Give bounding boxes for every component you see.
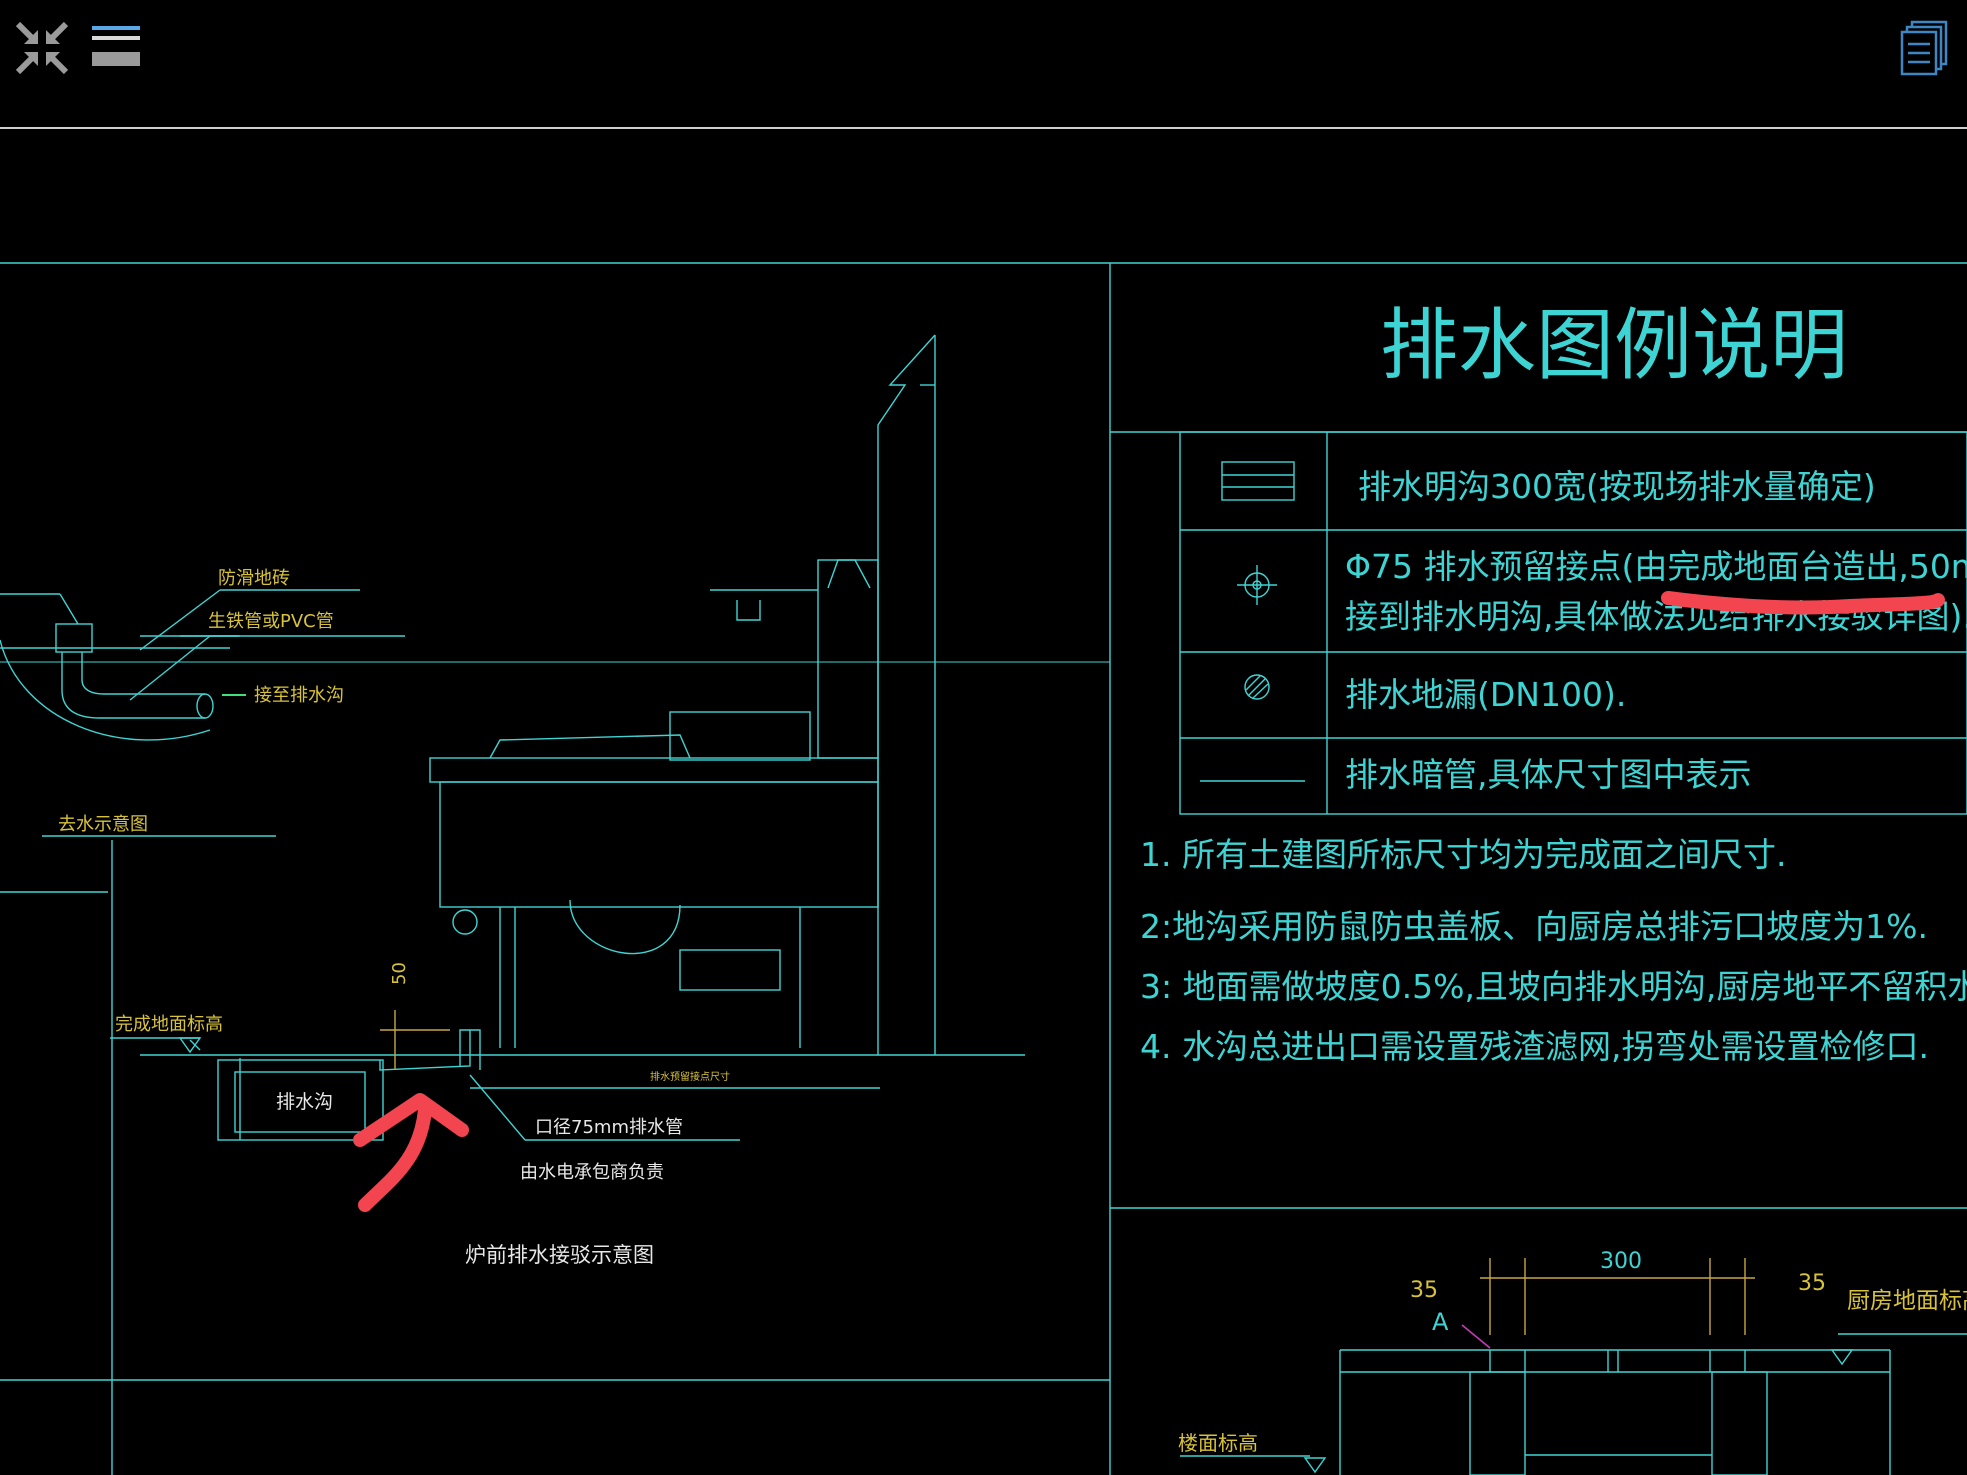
red-underline-annotation (1661, 591, 1945, 615)
note-3: 3: 地面需做坡度0.5%,且坡向排水明沟,厨房地平不留积水。 (1140, 967, 1967, 1006)
label-water-diagram: 去水示意图 (58, 814, 148, 835)
label-kitchen-floor: 厨房地面标高 (1847, 1288, 1967, 1314)
toolbar-divider (0, 127, 1967, 129)
dim-35-right: 35 (1798, 1271, 1826, 1296)
pipe-detail (0, 589, 405, 741)
floor-channel (110, 1010, 1025, 1141)
note-1: 1. 所有土建图所标尺寸均为完成面之间尺寸. (1140, 835, 1786, 874)
label-channel: 排水沟 (276, 1091, 333, 1113)
floor-drain-symbol (1244, 674, 1270, 700)
collapse-arrows-icon[interactable] (14, 20, 70, 76)
drawing-caption: 炉前排水接驳示意图 (465, 1243, 654, 1267)
brick-wall (877, 334, 936, 1055)
legend-row-3-text: 排水地漏(DN100). (1345, 675, 1626, 714)
label-floor-level: 楼面标高 (1178, 1431, 1258, 1455)
legend-row-1-text: 排水明沟300宽(按现场排水量确定) (1358, 467, 1876, 506)
yellow-note: 排水预留接点尺寸 (650, 1070, 730, 1083)
note-4: 4. 水沟总进出口需设置残渣滤网,拐弯处需设置检修口. (1140, 1027, 1929, 1066)
legend-table (1179, 431, 1967, 815)
label-finished-floor: 完成地面标高 (115, 1014, 223, 1035)
legend-row-2-text: Φ75 排水预留接点(由完成地面台造出,50mm高, (1345, 547, 1967, 586)
label-anti-slip-tile: 防滑地砖 (218, 568, 290, 589)
menu-icon[interactable] (92, 26, 142, 68)
label-contractor: 由水电承包商负责 (520, 1162, 664, 1183)
legend-title: 排水图例说明 (1380, 301, 1848, 391)
stove-drawing (429, 559, 879, 1048)
channel-symbol (1221, 461, 1295, 501)
layers-icon[interactable] (1898, 20, 1950, 76)
red-arrow-annotation (353, 1093, 469, 1212)
label-a: A (1432, 1308, 1449, 1336)
label-pipe: 生铁管或PVC管 (208, 611, 334, 632)
legend-row-4-text: 排水暗管,具体尺寸图中表示 (1345, 755, 1752, 794)
dim-35-left: 35 (1410, 1278, 1438, 1303)
note-2: 2:地沟采用防鼠防虫盖板、向厨房总排污口坡度为1%. (1140, 907, 1928, 946)
app-toolbar (0, 0, 1967, 129)
channel-detail (1180, 1258, 1967, 1475)
label-pipe-75: 口径75mm排水管 (535, 1117, 683, 1138)
connection-point-symbol (1237, 565, 1277, 605)
label-to-channel: 接至排水沟 (254, 685, 344, 706)
dim-50: 50 (389, 962, 410, 985)
dim-300: 300 (1600, 1249, 1642, 1274)
